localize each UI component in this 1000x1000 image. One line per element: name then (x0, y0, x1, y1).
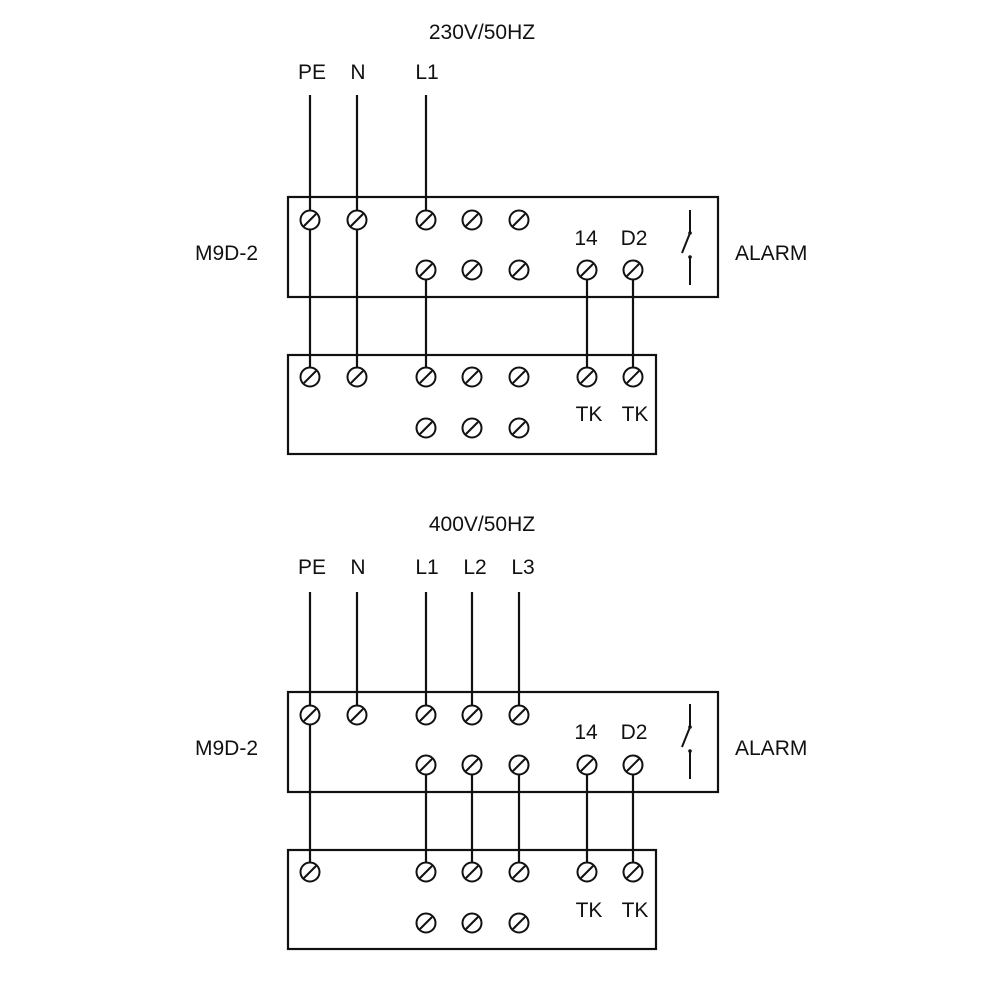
diagram-400v: 400V/50HZ PE N L1 L2 L3 M9D-2 ALARM 14 D… (195, 513, 807, 951)
terminal-screw (576, 754, 598, 776)
terminal-screw (508, 259, 530, 281)
terminal-screw (508, 366, 530, 388)
tk-label-1: TK (576, 899, 603, 922)
conductor-label-pe: PE (298, 556, 326, 579)
terminal-screw (346, 704, 368, 726)
alarm-label: ALARM (735, 242, 807, 265)
terminal-screw (299, 861, 321, 883)
contact-label-14: 14 (574, 227, 598, 250)
terminal-screw (415, 861, 437, 883)
conductor-label-n: N (350, 61, 365, 84)
contact-switch (681, 704, 692, 779)
terminal-screw (576, 861, 598, 883)
terminal-screw (415, 259, 437, 281)
terminal-screw (461, 912, 483, 934)
terminal-screw (346, 209, 368, 231)
terminal-screw (622, 259, 644, 281)
terminal-screw (622, 861, 644, 883)
terminal-screw (508, 704, 530, 726)
tk-label-2: TK (622, 403, 649, 426)
supply-label: 230V/50HZ (429, 21, 535, 44)
terminal-screw (461, 704, 483, 726)
conductor-label-pe: PE (298, 61, 326, 84)
device-label: M9D-2 (195, 242, 258, 265)
tk-label-1: TK (576, 403, 603, 426)
diagram-230v: 230V/50HZ PE N L1 M9D-2 ALARM 14 D2 TK T… (195, 21, 807, 456)
conductor-label-l1: L1 (415, 61, 438, 84)
terminal-screw (461, 754, 483, 776)
terminal-screw (508, 417, 530, 439)
conductor-label-n: N (350, 556, 365, 579)
device-label: M9D-2 (195, 737, 258, 760)
terminal-screw (415, 366, 437, 388)
terminal-screw (299, 704, 321, 726)
terminal-screw (415, 704, 437, 726)
terminal-screw (576, 366, 598, 388)
terminal-screw (508, 861, 530, 883)
terminal-screw (622, 754, 644, 776)
wires (308, 592, 635, 872)
tk-label-2: TK (622, 899, 649, 922)
terminal-screw (346, 366, 368, 388)
contact-label-d2: D2 (621, 721, 648, 744)
supply-label: 400V/50HZ (429, 513, 535, 536)
terminal-screw (461, 861, 483, 883)
terminal-block-box (286, 353, 658, 456)
conductor-label-l2: L2 (463, 556, 486, 579)
terminal-screw (299, 366, 321, 388)
terminal-screw (461, 209, 483, 231)
terminal-screw (461, 259, 483, 281)
alarm-unit-box (286, 690, 720, 794)
terminal-screw (299, 209, 321, 231)
contact-switch (681, 210, 692, 285)
terminal-screw (415, 417, 437, 439)
alarm-label: ALARM (735, 737, 807, 760)
terminals (299, 704, 644, 934)
terminals (299, 209, 644, 439)
terminal-screw (622, 366, 644, 388)
contact-label-d2: D2 (621, 227, 648, 250)
conductor-label-l1: L1 (415, 556, 438, 579)
terminal-screw (508, 912, 530, 934)
terminal-screw (461, 417, 483, 439)
conductor-label-l3: L3 (511, 556, 534, 579)
terminal-screw (415, 754, 437, 776)
alarm-unit-box (286, 195, 720, 299)
terminal-screw (576, 259, 598, 281)
contact-label-14: 14 (574, 721, 598, 744)
terminal-screw (461, 366, 483, 388)
terminal-screw (508, 754, 530, 776)
terminal-screw (508, 209, 530, 231)
wires (308, 95, 635, 377)
terminal-screw (415, 209, 437, 231)
terminal-screw (415, 912, 437, 934)
